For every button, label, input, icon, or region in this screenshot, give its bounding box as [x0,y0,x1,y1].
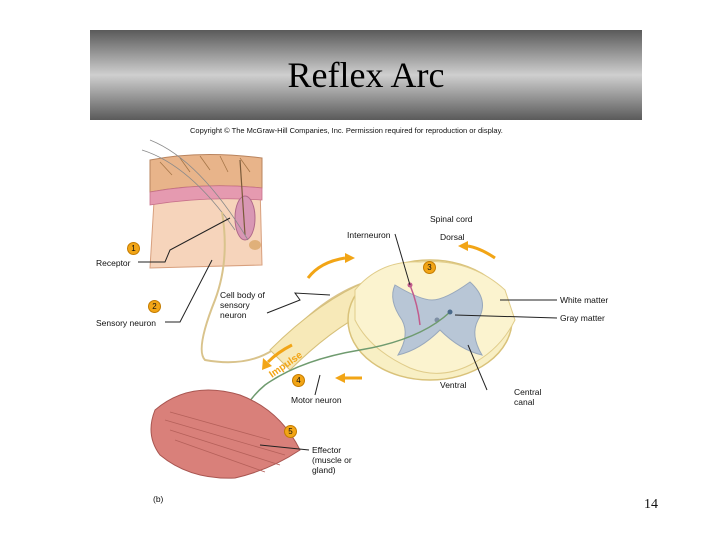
step-2-badge: 2 [148,300,161,313]
label-cell-body: Cell body of sensory neuron [220,290,265,320]
arrow-motor [266,343,293,364]
label-motor-neuron: Motor neuron [291,395,342,405]
label-dorsal: Dorsal [440,232,465,242]
leader-lines [138,217,558,451]
label-spinal-cord: Spinal cord [430,214,473,224]
label-white-matter: White matter [560,295,609,305]
label-panel-b: (b) [153,494,164,504]
label-effector: Effector (muscle or gland) [312,445,352,475]
skin-section [141,139,263,269]
label-central-canal: Central canal [514,387,542,407]
slide-title: Reflex Arc [287,55,445,95]
label-interneuron: Interneuron [347,230,391,240]
label-ventral: Ventral [440,380,467,390]
step-1-badge: 1 [127,242,140,255]
arrow-dorsal [306,256,346,279]
copyright-notice: Copyright © The McGraw-Hill Companies, I… [190,126,503,135]
interneuron-fiber [409,284,421,326]
step-5-badge: 5 [284,425,297,438]
step-3-badge: 3 [423,261,436,274]
label-gray-matter: Gray matter [560,313,605,323]
arrow-spinal [467,244,496,260]
title-bar: Reflex Arc [90,30,642,120]
label-sensory-neuron: Sensory neuron [96,318,157,328]
muscle-effector [150,389,301,479]
label-receptor: Receptor [96,258,131,268]
spinal-cord-section [347,259,516,381]
page-number: 14 [644,497,658,512]
step-4-badge: 4 [292,374,305,387]
